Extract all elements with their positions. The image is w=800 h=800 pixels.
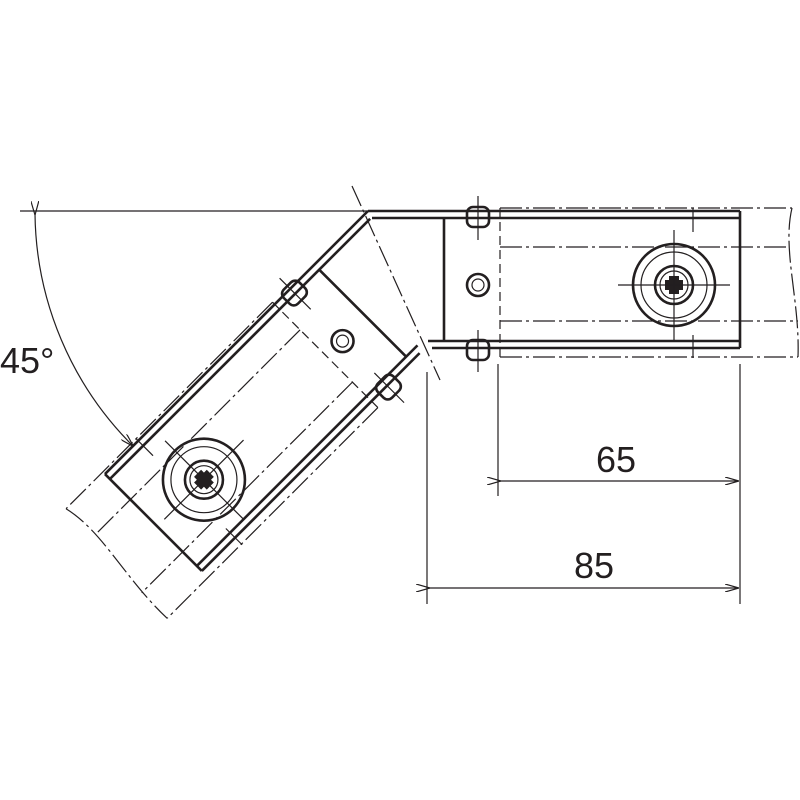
angle-dimension: 45° <box>0 211 368 446</box>
dimension-85: 85 <box>427 372 738 604</box>
bend-centerline <box>351 185 441 381</box>
dim-inner-label: 65 <box>596 439 636 480</box>
right-arm <box>366 194 800 374</box>
angle-label: 45° <box>0 340 54 381</box>
dimension-65: 65 <box>498 364 741 604</box>
left-arm-45deg <box>51 199 484 631</box>
dim-outer-label: 85 <box>574 545 614 586</box>
